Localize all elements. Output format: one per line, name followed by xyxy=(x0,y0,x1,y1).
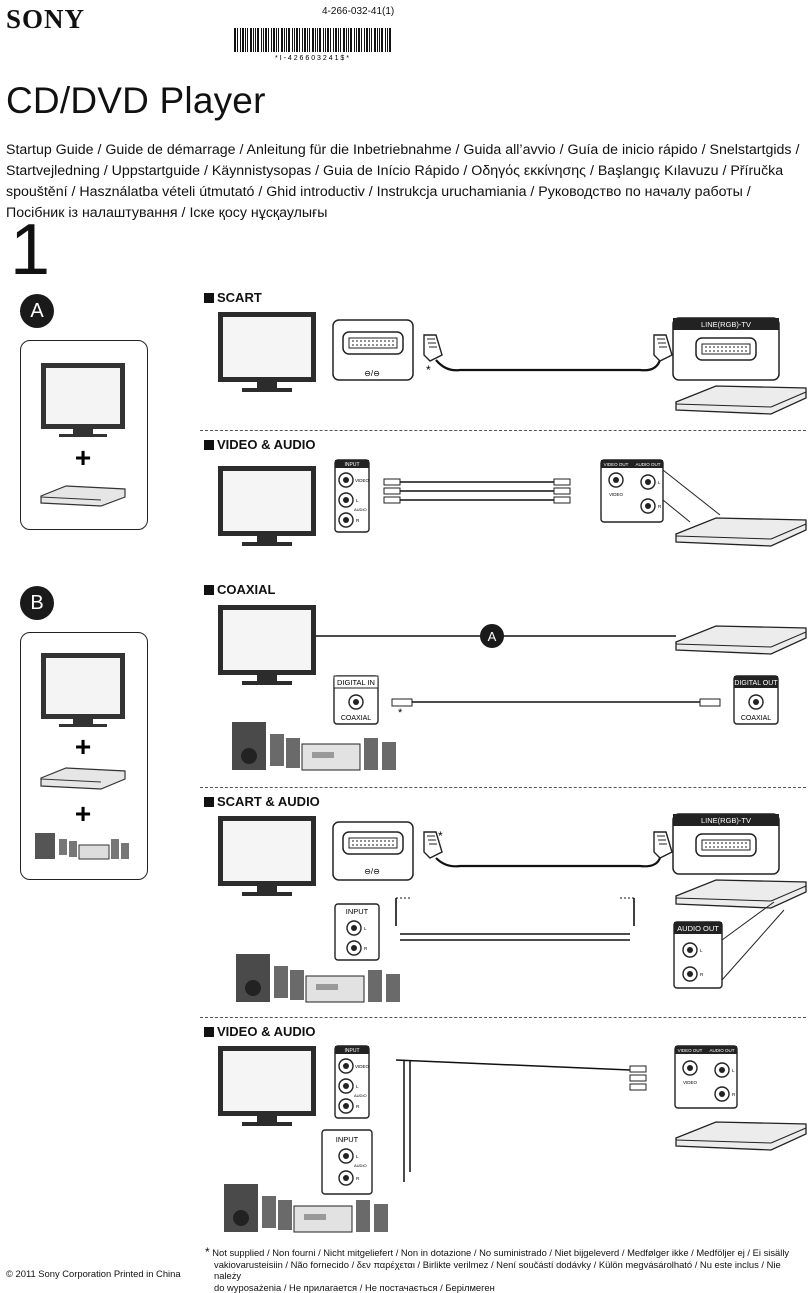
section-divider xyxy=(200,787,806,788)
heading-coaxial: COAXIAL xyxy=(204,582,276,597)
tv-icon xyxy=(41,363,125,437)
scart-cable xyxy=(435,359,662,372)
cable-a-badge xyxy=(480,624,504,648)
svg-text:VIDEO: VIDEO xyxy=(355,478,370,483)
svg-text:R: R xyxy=(732,1092,736,1097)
svg-text:AUDIO OUT: AUDIO OUT xyxy=(709,1048,734,1053)
video-audio-cable xyxy=(395,1059,631,1182)
svg-text:R: R xyxy=(356,1104,360,1109)
svg-text:R: R xyxy=(356,518,360,523)
audio-cable xyxy=(395,898,635,941)
dvd-player-icon xyxy=(40,485,126,507)
svg-text:L: L xyxy=(700,948,703,953)
svg-text:L: L xyxy=(356,1084,359,1089)
video-audio-cable xyxy=(400,481,554,501)
svg-text:L: L xyxy=(356,1154,359,1159)
svg-text:VIDEO OUT: VIDEO OUT xyxy=(604,462,629,467)
svg-text:VIDEO OUT: VIDEO OUT xyxy=(678,1048,703,1053)
svg-text:L: L xyxy=(356,498,359,503)
player-out-callout xyxy=(600,459,664,523)
svg-text:R: R xyxy=(364,946,368,951)
svg-text:AUDIO: AUDIO xyxy=(354,1093,367,1098)
not-supplied-mark: * xyxy=(426,363,431,377)
option-a-panel: + xyxy=(20,340,148,530)
not-supplied-mark: * xyxy=(398,707,403,719)
option-b-badge: B xyxy=(20,586,54,620)
svg-text:L: L xyxy=(658,480,661,485)
plus-sign: + xyxy=(75,442,91,473)
svg-text:⊖/⊖: ⊖/⊖ xyxy=(364,867,380,876)
svg-text:AUDIO OUT: AUDIO OUT xyxy=(677,924,719,933)
footnote: * Not supplied / Non fourni / Nicht mitg… xyxy=(205,1245,790,1293)
svg-text:INPUT: INPUT xyxy=(346,907,369,916)
section-divider xyxy=(200,430,806,431)
tv-scart-symbol: ⊖/⊖ xyxy=(364,369,380,378)
heading-video-audio-2: VIDEO & AUDIO xyxy=(204,1024,315,1039)
tv-icon xyxy=(41,653,125,727)
heading-scart-audio: SCART & AUDIO xyxy=(204,794,320,809)
home-theater-icon xyxy=(35,833,129,860)
svg-text:R: R xyxy=(356,1176,360,1181)
svg-text:COAXIAL: COAXIAL xyxy=(341,715,371,722)
svg-text:INPUT: INPUT xyxy=(345,462,360,468)
barcode: * I - 4 2 6 6 0 3 2 4 1 $ * xyxy=(234,28,391,62)
plus-sign: + xyxy=(75,731,91,762)
svg-text:INPUT: INPUT xyxy=(345,1048,360,1054)
svg-text:VIDEO: VIDEO xyxy=(609,492,624,497)
svg-text:LINE(RGB)-TV: LINE(RGB)-TV xyxy=(701,816,751,825)
line-rgb-tv-label: LINE(RGB)-TV xyxy=(701,320,751,329)
svg-text:R: R xyxy=(658,504,662,509)
language-list: Startup Guide / Guide de démarrage / Anl… xyxy=(6,142,800,221)
copyright: © 2011 Sony Corporation Printed in China xyxy=(6,1268,181,1279)
sony-logo: SONY xyxy=(6,4,86,34)
svg-text:AUDIO: AUDIO xyxy=(354,507,367,512)
svg-text:DIGITAL OUT: DIGITAL OUT xyxy=(734,680,778,687)
svg-text:R: R xyxy=(700,972,704,977)
svg-text:INPUT: INPUT xyxy=(336,1135,359,1144)
option-a-illustration: + xyxy=(40,363,126,507)
svg-text:AUDIO OUT: AUDIO OUT xyxy=(635,462,660,467)
svg-text:VIDEO: VIDEO xyxy=(355,1064,370,1069)
svg-text:COAXIAL: COAXIAL xyxy=(741,715,771,722)
heading-video-audio: VIDEO & AUDIO xyxy=(204,437,315,452)
product-title: CD/DVD Player xyxy=(6,80,266,121)
svg-text:L: L xyxy=(732,1068,735,1073)
heading-scart: SCART xyxy=(204,290,262,305)
svg-text:VIDEO: VIDEO xyxy=(683,1080,698,1085)
step-number: 1 xyxy=(10,210,51,290)
barcode-text: * I - 4 2 6 6 0 3 2 4 1 $ * xyxy=(275,55,349,62)
part-number: 4-266-032-41(1) xyxy=(322,6,395,17)
option-b-illustration: + + xyxy=(35,653,129,860)
not-supplied-mark: * xyxy=(438,829,443,843)
section-divider xyxy=(200,1017,806,1018)
svg-text:A: A xyxy=(488,629,497,644)
dvd-player-icon xyxy=(40,767,126,790)
option-a-badge: A xyxy=(20,294,54,328)
scart-cable xyxy=(435,857,662,868)
svg-text:DIGITAL IN: DIGITAL IN xyxy=(337,678,375,687)
svg-text:AUDIO: AUDIO xyxy=(354,1163,367,1168)
svg-text:L: L xyxy=(364,926,367,931)
plus-sign: + xyxy=(75,798,91,829)
option-b-panel: + + xyxy=(20,632,148,880)
